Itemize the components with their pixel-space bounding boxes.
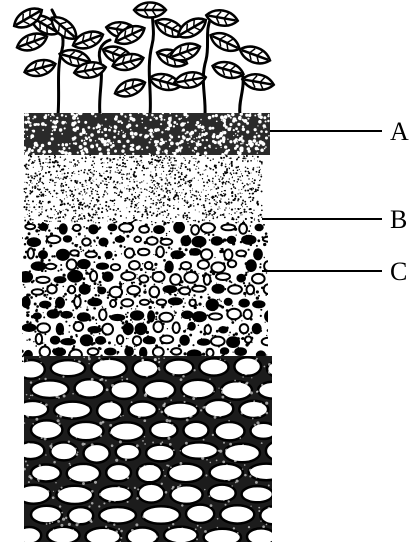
layer-b-subsoil <box>23 154 262 223</box>
label-c: C <box>390 257 407 286</box>
leaves <box>10 3 275 101</box>
label-b: B <box>390 205 407 234</box>
layer-bedrock <box>17 355 297 545</box>
label-a: A <box>390 117 409 146</box>
layer-c-gravel <box>19 221 276 364</box>
layer-a-topsoil <box>23 111 270 156</box>
